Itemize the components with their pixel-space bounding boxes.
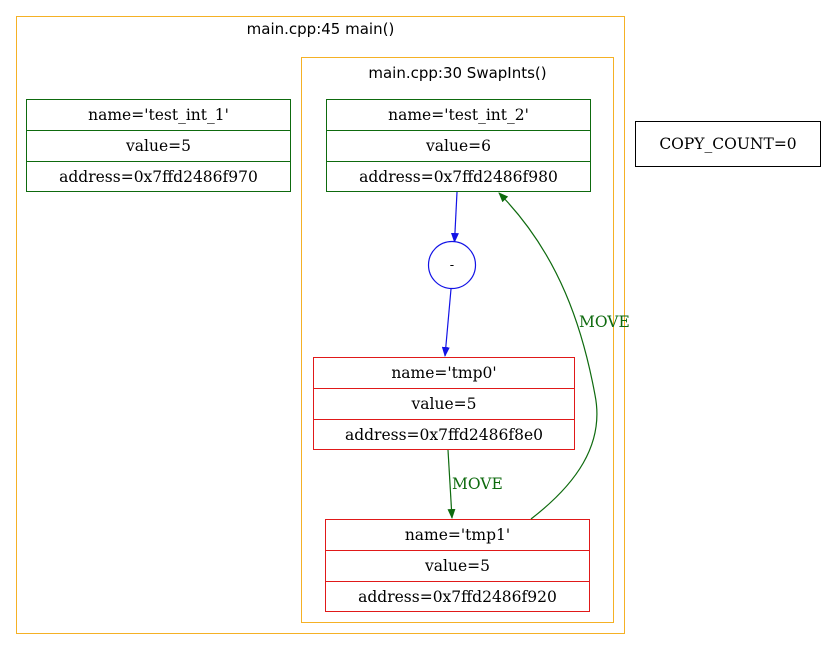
node-test-int-1: name='test_int_1' value=5 address=0x7ffd… bbox=[26, 99, 291, 192]
edge-label-tmp0-to-tmp1: MOVE bbox=[452, 475, 503, 493]
node-value: value=5 bbox=[314, 388, 574, 418]
node-name: name='tmp1' bbox=[404, 526, 511, 544]
node-value: value=5 bbox=[326, 550, 589, 580]
node-value: value=6 bbox=[327, 130, 590, 160]
edge-test-int-2-to-operator bbox=[450, 191, 459, 243]
main-cluster-title: main.cpp:45 main() bbox=[246, 20, 395, 38]
edge-tmp1-to-test-int-2 bbox=[498, 192, 598, 520]
node-address: address=0x7ffd2486f8e0 bbox=[314, 418, 574, 449]
swapints-cluster-title: main.cpp:30 SwapInts() bbox=[368, 64, 547, 82]
edge-tmp0-to-tmp1 bbox=[447, 449, 456, 519]
node-name: name='test_int_2' bbox=[388, 106, 529, 124]
node-address: address=0x7ffd2486f980 bbox=[327, 160, 590, 191]
node-test-int-2: name='test_int_2' value=6 address=0x7ffd… bbox=[326, 99, 591, 192]
node-value: value=5 bbox=[27, 130, 290, 160]
node-name: name='test_int_1' bbox=[88, 106, 229, 124]
node-name: name='tmp0' bbox=[391, 364, 497, 382]
main-function-cluster: main.cpp:45 main() bbox=[16, 16, 625, 634]
operator-node bbox=[427, 240, 477, 290]
node-address: address=0x7ffd2486f970 bbox=[27, 160, 290, 191]
copy-count-node: COPY_COUNT=0 bbox=[635, 121, 821, 167]
operator-label: - bbox=[450, 258, 454, 273]
node-tmp0: name='tmp0' value=5 address=0x7ffd2486f8… bbox=[313, 357, 575, 450]
node-tmp1: name='tmp1' value=5 address=0x7ffd2486f9… bbox=[325, 519, 590, 612]
node-address: address=0x7ffd2486f920 bbox=[326, 580, 589, 611]
edge-label-tmp1-to-test-int-2: MOVE bbox=[579, 313, 630, 331]
edge-operator-to-tmp0 bbox=[441, 288, 452, 357]
swapints-cluster: main.cpp:30 SwapInts() bbox=[301, 57, 614, 623]
